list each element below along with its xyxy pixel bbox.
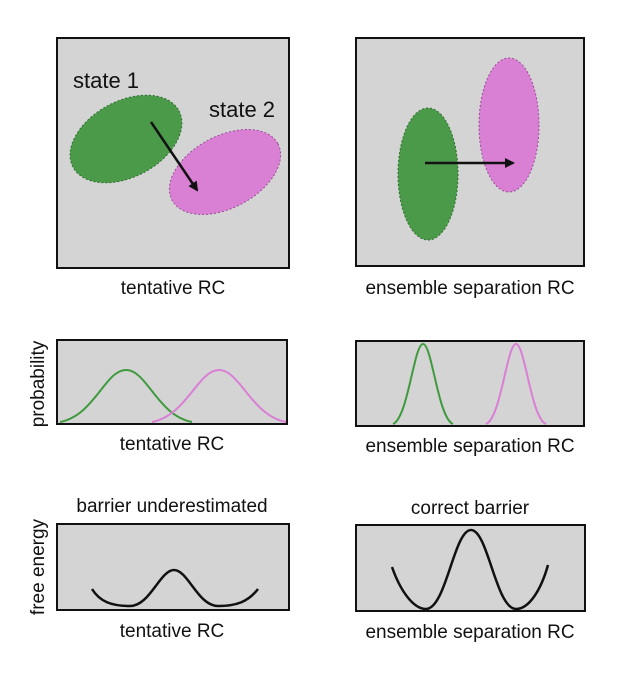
- state1-ensemble: [69, 94, 183, 184]
- state2-distribution-wide: [151, 368, 287, 423]
- state1-label: state 1: [73, 68, 139, 93]
- middle-left-panel: [56, 339, 288, 425]
- state2-ensemble-separated: [478, 57, 540, 193]
- bottom-left-panel: [56, 523, 290, 611]
- state1-distribution-narrow: [392, 342, 454, 425]
- middle-left-caption: tentative RC: [120, 434, 225, 455]
- probability-axis-label: probability: [28, 340, 49, 427]
- top-left-panel: state 1 state 2: [56, 37, 290, 269]
- bottom-left-caption: tentative RC: [120, 621, 225, 642]
- free-energy-axis-label: free energy: [28, 518, 49, 615]
- top-left-caption: tentative RC: [121, 278, 226, 299]
- top-right-caption: ensemble separation RC: [365, 278, 574, 299]
- middle-right-caption: ensemble separation RC: [365, 436, 574, 457]
- bottom-left-title: barrier underestimated: [76, 496, 267, 517]
- bottom-right-caption: ensemble separation RC: [365, 622, 574, 643]
- state1-distribution-wide: [59, 368, 193, 423]
- state2-label: state 2: [209, 97, 275, 122]
- state1-ensemble-separated: [397, 107, 459, 241]
- bottom-right-title: correct barrier: [411, 498, 530, 519]
- state2-ensemble: [168, 129, 282, 215]
- middle-right-panel: [355, 340, 585, 427]
- transition-arrow: [149, 121, 199, 192]
- state2-distribution-narrow: [485, 342, 547, 425]
- top-right-panel: [355, 37, 585, 267]
- free-energy-curve-correct: [390, 528, 550, 611]
- bottom-right-panel: [355, 524, 586, 612]
- free-energy-curve-underestimated: [90, 568, 259, 608]
